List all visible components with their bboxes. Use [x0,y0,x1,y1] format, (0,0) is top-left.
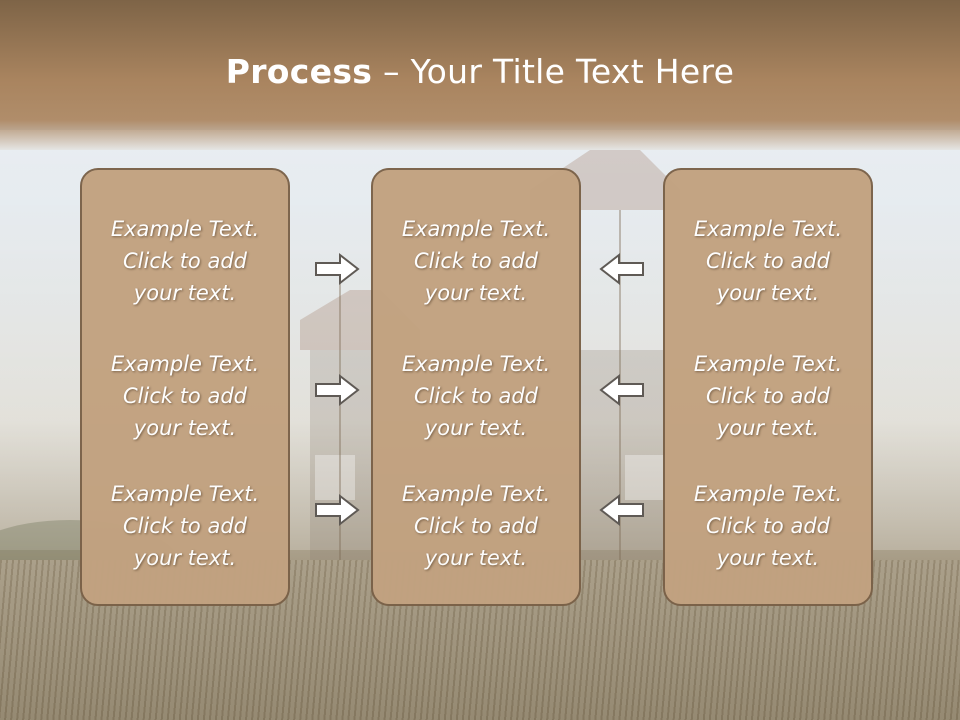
left-arrow-icon[interactable] [599,373,645,407]
title-strong: Process [225,52,373,91]
text-placeholder[interactable]: Example Text. Click to add your text. [693,217,843,305]
text-placeholder[interactable]: Example Text. Click to add your text. [110,217,260,305]
text-placeholder[interactable]: Example Text. Click to add your text. [401,352,551,440]
right-arrow-icon[interactable] [314,252,360,286]
slide-title[interactable]: Process – Your Title Text Here [0,52,960,91]
process-box-center[interactable]: Example Text. Click to add your text. Ex… [371,168,581,606]
process-box-right[interactable]: Example Text. Click to add your text. Ex… [663,168,873,606]
text-placeholder[interactable]: Example Text. Click to add your text. [110,482,260,570]
left-arrow-icon[interactable] [599,252,645,286]
text-placeholder[interactable]: Example Text. Click to add your text. [110,352,260,440]
text-placeholder[interactable]: Example Text. Click to add your text. [693,352,843,440]
text-placeholder[interactable]: Example Text. Click to add your text. [693,482,843,570]
text-placeholder[interactable]: Example Text. Click to add your text. [401,482,551,570]
right-arrow-icon[interactable] [314,373,360,407]
right-arrow-icon[interactable] [314,493,360,527]
process-box-left[interactable]: Example Text. Click to add your text. Ex… [80,168,290,606]
text-placeholder[interactable]: Example Text. Click to add your text. [401,217,551,305]
left-arrow-icon[interactable] [599,493,645,527]
title-rest: – Your Title Text Here [372,52,735,91]
title-bar [0,0,960,150]
